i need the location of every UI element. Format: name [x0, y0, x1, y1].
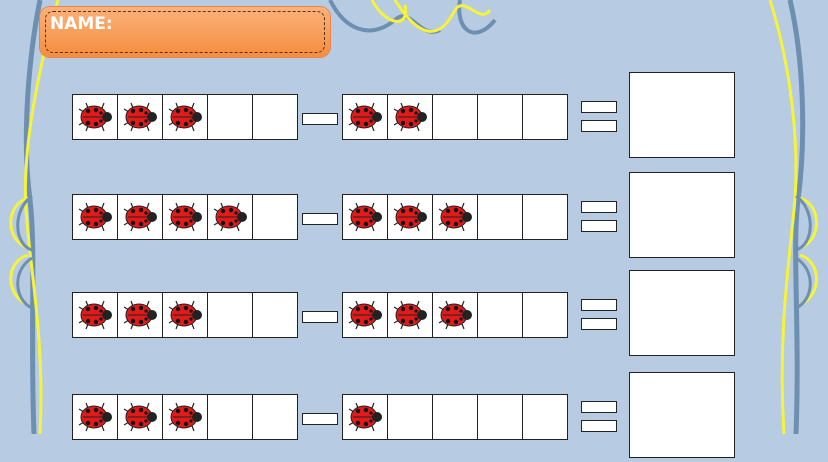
frame-cell	[388, 195, 433, 239]
ladybug-icon	[78, 402, 112, 432]
frame-cell	[118, 395, 163, 439]
problem-row	[0, 172, 828, 262]
equals-sign-bottom	[581, 420, 617, 432]
problem-row	[0, 372, 828, 462]
frame-cell	[523, 95, 567, 139]
ladybug-icon	[123, 300, 157, 330]
ladybug-icon	[123, 402, 157, 432]
ladybug-icon	[393, 202, 427, 232]
minus-sign	[302, 213, 338, 225]
answer-box[interactable]	[629, 172, 735, 258]
ladybug-icon	[123, 102, 157, 132]
frame-cell	[208, 293, 253, 337]
frame-cell	[253, 293, 297, 337]
frame-cell	[433, 195, 478, 239]
frame-cell	[163, 395, 208, 439]
minuend-frame	[72, 194, 298, 240]
minus-sign	[302, 413, 338, 425]
ladybug-icon	[438, 202, 472, 232]
frame-cell	[253, 395, 297, 439]
minus-sign	[302, 113, 338, 125]
decorative-border	[9, 0, 818, 434]
frame-cell	[343, 395, 388, 439]
frame-cell	[478, 95, 523, 139]
ladybug-icon	[393, 102, 427, 132]
ladybug-icon	[348, 402, 382, 432]
equals-sign-top	[581, 201, 617, 213]
ladybug-icon	[213, 202, 247, 232]
frame-cell	[478, 395, 523, 439]
frame-cell	[73, 395, 118, 439]
ladybug-icon	[78, 202, 112, 232]
ladybug-icon	[168, 202, 202, 232]
answer-box[interactable]	[629, 72, 735, 158]
frame-cell	[523, 395, 567, 439]
minuend-frame	[72, 394, 298, 440]
frame-cell	[118, 95, 163, 139]
equals-sign-top	[581, 101, 617, 113]
equals-sign-bottom	[581, 318, 617, 330]
ladybug-icon	[168, 402, 202, 432]
subtrahend-frame	[342, 394, 568, 440]
name-field[interactable]: NAME:	[40, 7, 330, 57]
subtrahend-frame	[342, 94, 568, 140]
frame-cell	[163, 293, 208, 337]
ladybug-icon	[438, 300, 472, 330]
frame-cell	[433, 395, 478, 439]
ladybug-icon	[348, 102, 382, 132]
frame-cell	[343, 195, 388, 239]
frame-cell	[478, 293, 523, 337]
frame-cell	[73, 195, 118, 239]
problem-row	[0, 270, 828, 360]
frame-cell	[118, 195, 163, 239]
frame-cell	[523, 293, 567, 337]
frame-cell	[388, 293, 433, 337]
ladybug-icon	[168, 300, 202, 330]
frame-cell	[523, 195, 567, 239]
frame-cell	[73, 95, 118, 139]
frame-cell	[388, 395, 433, 439]
frame-cell	[343, 95, 388, 139]
frame-cell	[163, 195, 208, 239]
subtrahend-frame	[342, 194, 568, 240]
ladybug-icon	[78, 300, 112, 330]
frame-cell	[118, 293, 163, 337]
frame-cell	[433, 95, 478, 139]
ladybug-icon	[348, 202, 382, 232]
ladybug-icon	[78, 102, 112, 132]
frame-cell	[478, 195, 523, 239]
subtrahend-frame	[342, 292, 568, 338]
minus-sign	[302, 311, 338, 323]
ladybug-icon	[348, 300, 382, 330]
frame-cell	[253, 195, 297, 239]
name-label: NAME:	[50, 14, 113, 34]
minuend-frame	[72, 292, 298, 338]
frame-cell	[253, 95, 297, 139]
ladybug-icon	[123, 202, 157, 232]
frame-cell	[208, 195, 253, 239]
frame-cell	[163, 95, 208, 139]
minuend-frame	[72, 94, 298, 140]
frame-cell	[208, 395, 253, 439]
frame-cell	[433, 293, 478, 337]
equals-sign-bottom	[581, 220, 617, 232]
problem-row	[0, 72, 828, 162]
answer-box[interactable]	[629, 372, 735, 458]
answer-box[interactable]	[629, 270, 735, 356]
equals-sign-top	[581, 299, 617, 311]
frame-cell	[388, 95, 433, 139]
name-field-dashed-border	[45, 11, 325, 53]
equals-sign-bottom	[581, 120, 617, 132]
frame-cell	[73, 293, 118, 337]
equals-sign-top	[581, 401, 617, 413]
frame-cell	[208, 95, 253, 139]
ladybug-icon	[168, 102, 202, 132]
ladybug-icon	[393, 300, 427, 330]
frame-cell	[343, 293, 388, 337]
